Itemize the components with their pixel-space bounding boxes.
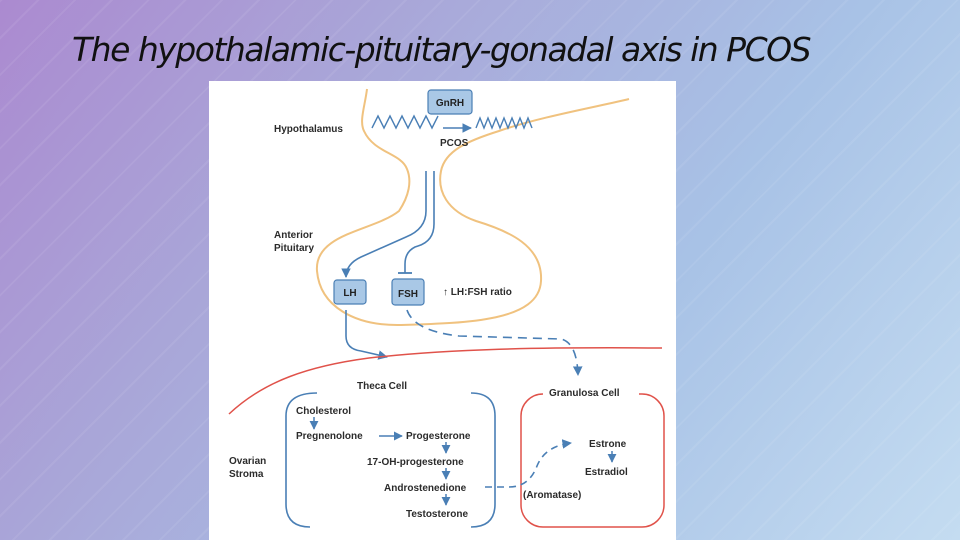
estrone-label: Estrone: [589, 439, 627, 450]
ovarian-label: Ovarian: [229, 456, 266, 467]
gnrh-label: GnRH: [436, 98, 464, 109]
theca-cell-label: Theca Cell: [357, 381, 407, 392]
estradiol-label: Estradiol: [585, 467, 628, 478]
gnrh-to-lh-arrow: [341, 171, 427, 278]
progesterone-label: Progesterone: [406, 431, 471, 442]
granulosa-cell-label: Granulosa Cell: [549, 388, 620, 399]
fsh-label: FSH: [398, 289, 418, 300]
gnrh-pulse-normal: [371, 114, 439, 130]
granulosa-label-bg: [543, 385, 639, 399]
theca-cell-wall-right: [470, 392, 496, 528]
lh-fsh-ratio-label: ↑ LH:FSH ratio: [443, 287, 512, 298]
pituitary-outline: [315, 88, 630, 327]
granulosa-cell-wall: [520, 393, 665, 528]
lh-box: [333, 279, 367, 305]
slide-title: The hypothalamic-pituitary-gonadal axis …: [72, 30, 812, 69]
hpg-axis-diagram: GnRH Hypothalamus PCOS Anterior Pituitar…: [209, 81, 676, 540]
gnrh-box: [427, 89, 473, 115]
fsh-box: [391, 278, 425, 306]
hypothalamus-label: Hypothalamus: [274, 124, 343, 135]
stroma-label: Stroma: [229, 469, 264, 480]
pregnenolone-label: Pregnenolone: [296, 431, 363, 442]
gnrh-pulse-pcos: [475, 116, 533, 130]
ovary-membrane: [228, 347, 663, 415]
lh-to-theca-arrow: [345, 310, 388, 360]
testosterone-label: Testosterone: [406, 509, 468, 520]
fsh-to-granulosa-arrow: [406, 309, 583, 376]
anterior-label: Anterior: [274, 230, 313, 241]
ohprogesterone-label: 17-OH-progesterone: [367, 457, 464, 468]
androstenedione-label: Androstenedione: [384, 483, 467, 494]
pituitary-label: Pituitary: [274, 243, 314, 254]
theca-cell-wall: [285, 392, 318, 528]
aromatase-path-arrow: [485, 439, 572, 488]
gnrh-to-fsh-inhibit: [404, 171, 435, 273]
pcos-label: PCOS: [440, 138, 469, 149]
aromatase-label: (Aromatase): [523, 490, 581, 501]
lh-label: LH: [343, 288, 356, 299]
cholesterol-label: Cholesterol: [296, 406, 351, 417]
